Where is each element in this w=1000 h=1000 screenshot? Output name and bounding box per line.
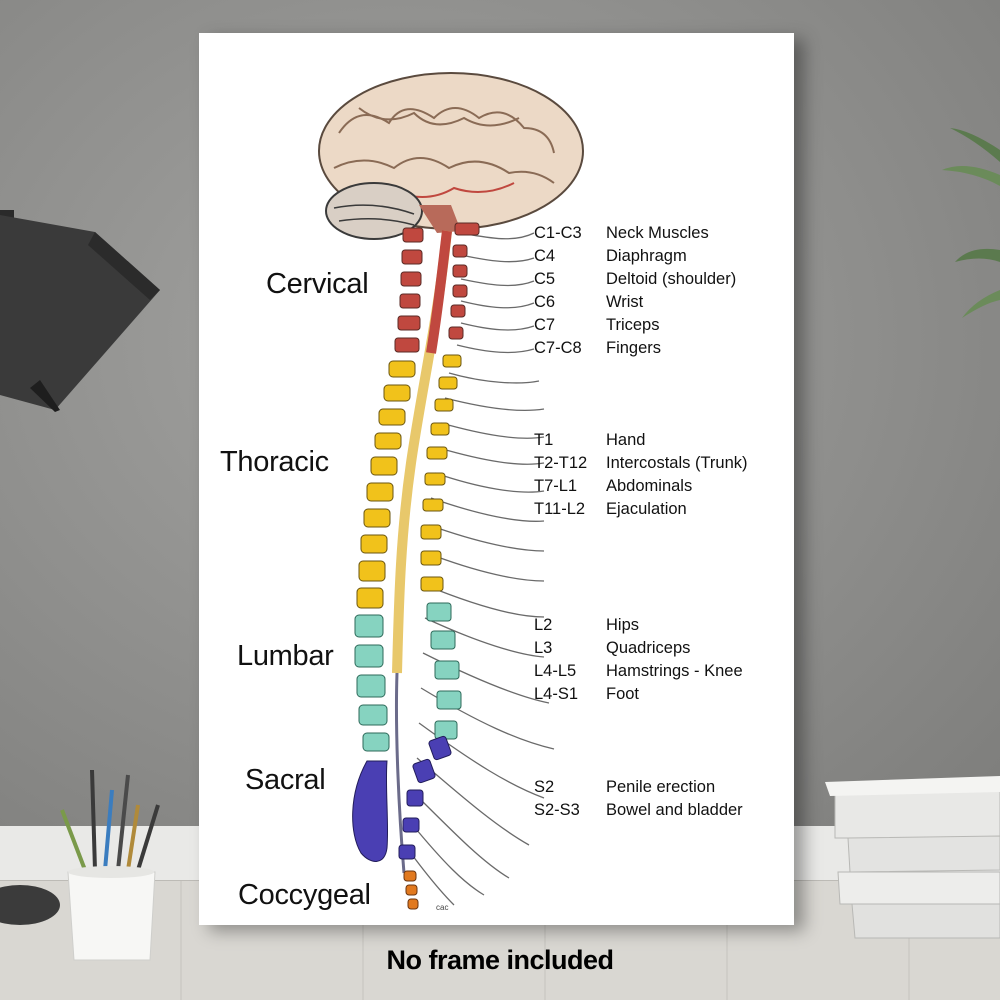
nerve-function: Wrist <box>606 293 644 311</box>
nerve-row: C7-C8 Fingers <box>534 339 661 361</box>
pencil-cup-icon <box>0 769 160 961</box>
region-label-coccygeal: Coccygeal <box>238 879 371 911</box>
nerve-row: T7-L1 Abdominals <box>534 477 692 499</box>
nerve-segment: C6 <box>534 293 556 311</box>
nerve-function: Deltoid (shoulder) <box>606 270 737 288</box>
nerve-function: Foot <box>606 685 640 703</box>
nerve-segment: T1 <box>534 431 554 449</box>
nerve-row: C4 Diaphragm <box>534 247 687 269</box>
nerve-function: Neck Muscles <box>606 224 709 242</box>
nerve-row: C6 Wrist <box>534 293 643 315</box>
nerve-row: C1-C3 Neck Muscles <box>534 224 709 246</box>
nerve-segment: T2-T12 <box>534 454 588 472</box>
nerve-row: T11-L2 Ejaculation <box>534 500 687 522</box>
nerve-function: Bowel and bladder <box>606 801 743 819</box>
spine-illustration <box>318 72 584 910</box>
nerve-segment: C5 <box>534 270 556 288</box>
nerve-function: Ejaculation <box>606 500 687 518</box>
nerve-row: L3 Quadriceps <box>534 639 690 661</box>
nerve-row: S2 Penile erection <box>534 778 715 800</box>
nerve-row: T1 Hand <box>534 431 645 453</box>
region-label-cervical: Cervical <box>266 268 369 300</box>
nerve-row: L4-S1 Foot <box>534 685 639 707</box>
nerve-row: C5 Deltoid (shoulder) <box>534 270 736 292</box>
nerve-function: Penile erection <box>606 778 716 796</box>
nerve-row: S2-S3 Bowel and bladder <box>534 801 743 823</box>
nerve-row: L2 Hips <box>534 616 639 638</box>
nerve-segment: L3 <box>534 639 553 657</box>
nerve-row: L4-L5 Hamstrings - Knee <box>534 662 743 684</box>
nerve-row: C7 Triceps <box>534 316 659 338</box>
nerve-segment: C7-C8 <box>534 339 582 357</box>
nerve-segment: C1-C3 <box>534 224 582 242</box>
caption-no-frame: No frame included <box>386 945 614 975</box>
nerve-segment: L4-S1 <box>534 685 579 703</box>
nerve-segment: L2 <box>534 616 553 634</box>
nerve-function: Hamstrings - Knee <box>606 662 743 680</box>
brain-icon <box>318 72 584 240</box>
nerve-function: Fingers <box>606 339 662 357</box>
plant-icon <box>942 128 1000 318</box>
nerve-segment: T11-L2 <box>534 500 586 518</box>
region-label-sacral: Sacral <box>245 764 326 796</box>
artist-signature: cac <box>436 903 449 912</box>
nerve-row: T2-T12 Intercostals (Trunk) <box>534 454 748 476</box>
nerve-function: Hips <box>606 616 640 634</box>
nerve-function: Triceps <box>606 316 660 334</box>
nerve-segment: C4 <box>534 247 556 265</box>
desk-lamp-icon <box>0 210 160 412</box>
nerve-function: Quadriceps <box>606 639 691 657</box>
nerve-function: Hand <box>606 431 646 449</box>
nerve-segment: T7-L1 <box>534 477 578 495</box>
region-label-lumbar: Lumbar <box>237 640 334 672</box>
region-label-thoracic: Thoracic <box>220 446 329 478</box>
nerve-segment: S2 <box>534 778 555 796</box>
nerve-function: Diaphragm <box>606 247 687 265</box>
nerve-segment: S2-S3 <box>534 801 580 819</box>
spinal-nerve-poster: Cervical Thoracic Lumbar Sacral Coccygea… <box>199 33 794 925</box>
nerve-function: Abdominals <box>606 477 693 495</box>
nerve-segment: C7 <box>534 316 556 334</box>
nerve-segment: L4-L5 <box>534 662 577 680</box>
nerve-function: Intercostals (Trunk) <box>606 454 748 472</box>
